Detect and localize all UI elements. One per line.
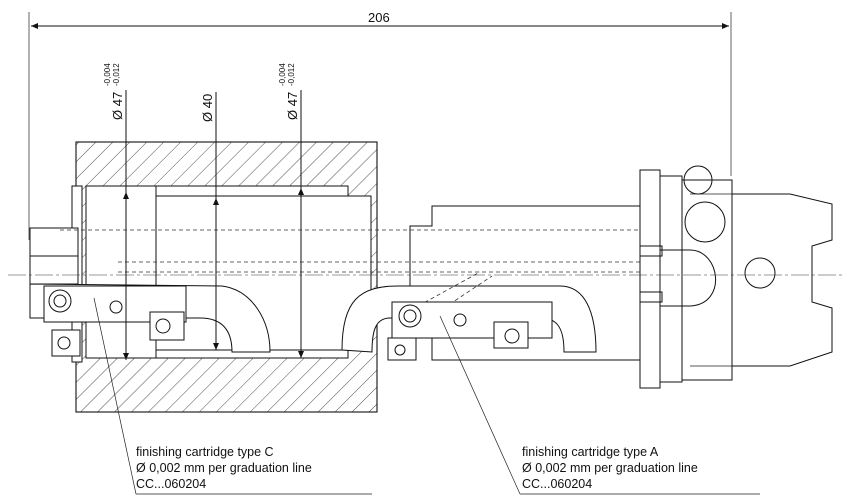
- tool-holder-flange: [639, 165, 833, 389]
- diameter-47-b-label: Ø 47: [285, 92, 300, 120]
- cartridge-a: [387, 301, 553, 361]
- diameter-40-dimension: Ø 40: [200, 92, 219, 350]
- callout-cartridge-a: finishing cartridge type A Ø 0,002 mm pe…: [439, 315, 760, 495]
- tolerance-lower-b: -0,012: [287, 63, 296, 86]
- callout-c-line3: CC...060204: [136, 477, 206, 491]
- diameter-47-b-dimension: Ø 47 -0,004 -0,012: [278, 63, 304, 358]
- tolerance-lower-a: -0,012: [112, 63, 121, 86]
- tolerance-upper-b: -0,004: [278, 63, 287, 86]
- diameter-47-a-label: Ø 47: [110, 92, 125, 120]
- callout-cartridge-c: finishing cartridge type C Ø 0,002 mm pe…: [93, 297, 372, 495]
- callout-c-line1: finishing cartridge type C: [136, 445, 274, 459]
- tolerance-upper-a: -0,004: [103, 63, 112, 86]
- callout-a-line2: Ø 0,002 mm per graduation line: [522, 461, 698, 475]
- overall-length-label: 206: [368, 10, 390, 25]
- workpiece-section: [71, 141, 378, 413]
- callout-a-line3: CC...060204: [522, 477, 592, 491]
- callout-c-line2: Ø 0,002 mm per graduation line: [136, 461, 312, 475]
- diameter-40-label: Ø 40: [200, 94, 215, 122]
- overall-length-dimension: 206: [28, 10, 732, 240]
- callout-a-line1: finishing cartridge type A: [522, 445, 659, 459]
- cartridge-c: [43, 285, 187, 357]
- diameter-47-a-dimension: Ø 47 -0,004 -0,012: [103, 63, 129, 360]
